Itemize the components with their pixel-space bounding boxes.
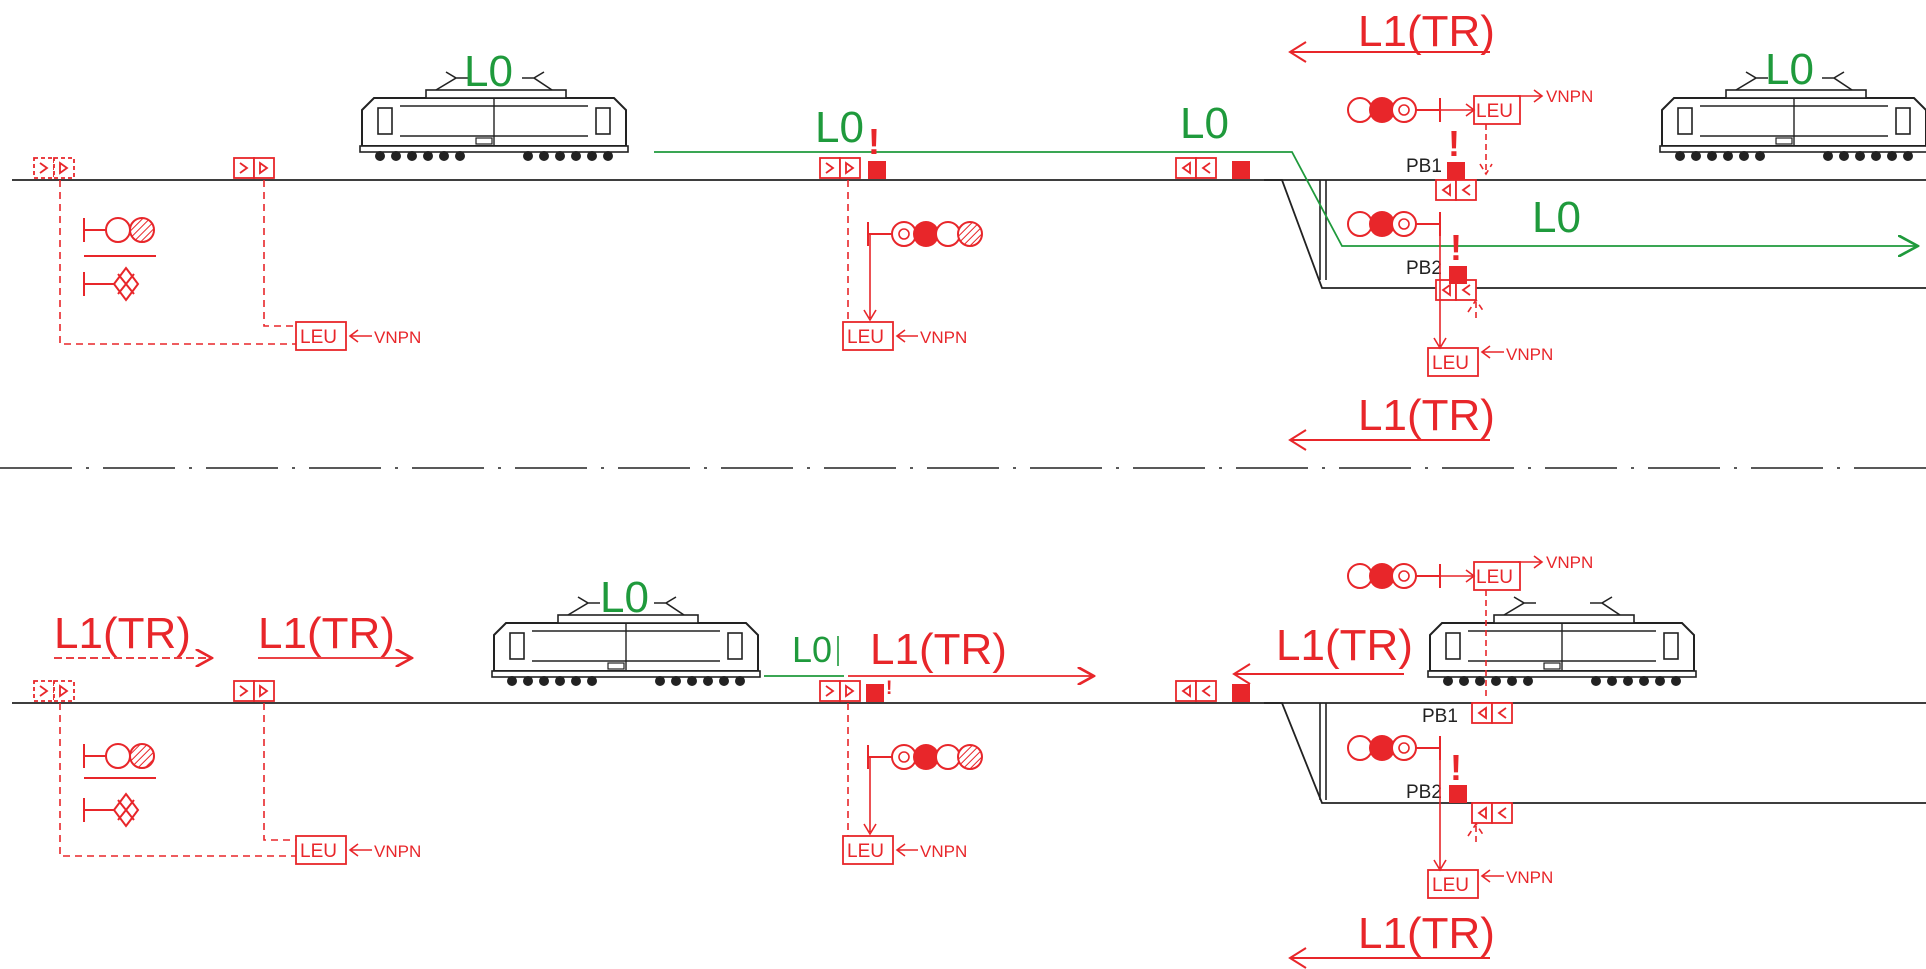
level-label: L0 xyxy=(600,573,649,622)
scenario-top: L0 L0 L0 L0 L0 L1(TR) L1(TR) ! ! ! PB1 P… xyxy=(12,7,1926,451)
balise-icon xyxy=(819,157,861,179)
leu-label: LEU xyxy=(847,841,884,862)
balise-icon xyxy=(33,680,75,702)
direction-arrow xyxy=(1288,947,1490,969)
vnpn-label: VNPN xyxy=(920,328,967,347)
level-label: L0 xyxy=(1765,45,1814,94)
stop-marker xyxy=(1449,785,1467,803)
signal-icon xyxy=(1347,96,1441,124)
balise-icon xyxy=(1471,702,1513,724)
leu-box xyxy=(295,321,347,351)
vnpn-label: VNPN xyxy=(1506,345,1553,364)
leu-label: LEU xyxy=(1476,567,1513,588)
level-label: L0 xyxy=(1180,99,1229,148)
stop-marker xyxy=(1232,684,1250,702)
alert-mark: ! xyxy=(1450,747,1462,788)
level-label: L1(TR) xyxy=(1276,621,1413,670)
balise-label: PB2 xyxy=(1406,258,1442,279)
level-label: L0 xyxy=(464,47,513,96)
leu-label: LEU xyxy=(1476,101,1513,122)
balise-icon xyxy=(1471,802,1513,824)
vnpn-label: VNPN xyxy=(374,328,421,347)
vnpn-label: VNPN xyxy=(374,842,421,861)
balise-label: PB1 xyxy=(1406,156,1442,177)
balise-icon xyxy=(1435,179,1477,201)
alert-mark: ! xyxy=(1450,227,1462,268)
stop-marker xyxy=(1232,161,1250,179)
balise-label: PB2 xyxy=(1406,782,1442,803)
leu-box xyxy=(1427,347,1479,377)
balise-icon xyxy=(233,680,275,702)
stop-marker xyxy=(1449,266,1467,284)
level-label: L0 xyxy=(792,629,832,670)
balise-icon xyxy=(233,157,275,179)
siding-track xyxy=(1264,702,1926,804)
signal-icon xyxy=(1347,734,1441,762)
balise-label: PB1 xyxy=(1422,706,1458,727)
vnpn-label: VNPN xyxy=(1546,553,1593,572)
leu-box xyxy=(842,835,894,865)
level-label: L0 xyxy=(815,103,864,152)
signal-icon xyxy=(1347,562,1441,590)
signal-icon xyxy=(867,743,983,771)
leu-label: LEU xyxy=(1432,353,1469,374)
level-0-route xyxy=(654,151,1916,246)
balise-icon xyxy=(33,157,75,179)
signal-icon xyxy=(867,220,983,248)
vnpn-label: VNPN xyxy=(1546,87,1593,106)
locomotive-icon xyxy=(1427,596,1697,687)
vnpn-label: VNPN xyxy=(1506,868,1553,887)
stop-board-icon xyxy=(83,743,156,828)
stop-marker xyxy=(1447,162,1465,180)
level-label: L1(TR) xyxy=(258,609,395,658)
stop-marker xyxy=(868,161,886,179)
alert-mark: ! xyxy=(868,121,880,162)
balise-icon xyxy=(1175,680,1217,702)
stop-board-icon xyxy=(83,217,156,302)
stop-marker xyxy=(866,684,884,702)
leu-box xyxy=(842,321,894,351)
balise-icon xyxy=(1175,157,1217,179)
alert-mark: ! xyxy=(886,678,892,699)
level-label: L0 xyxy=(1532,193,1581,242)
leu-label: LEU xyxy=(1432,875,1469,896)
leu-label: LEU xyxy=(300,841,337,862)
vnpn-label: VNPN xyxy=(920,842,967,861)
alert-mark: ! xyxy=(1448,123,1460,164)
signal-icon xyxy=(1347,210,1441,238)
siding-track xyxy=(1264,179,1926,289)
leu-box xyxy=(295,835,347,865)
level-label: L1(TR) xyxy=(1358,7,1495,56)
scenario-bottom: L0 L0 L1(TR) L1(TR) L1(TR) L1(TR) L1(TR)… xyxy=(12,553,1926,969)
direction-arrow xyxy=(1288,429,1490,451)
balise-icon xyxy=(819,680,861,702)
level-label: L1(TR) xyxy=(54,609,191,658)
level-label: L1(TR) xyxy=(1358,909,1495,958)
leu-box xyxy=(1473,561,1521,591)
leu-label: LEU xyxy=(300,327,337,348)
leu-box xyxy=(1427,869,1479,899)
leu-label: LEU xyxy=(847,327,884,348)
level-label: L1(TR) xyxy=(1358,391,1495,440)
direction-arrow xyxy=(1288,41,1490,63)
leu-box xyxy=(1473,95,1521,125)
level-label: L1(TR) xyxy=(870,625,1007,674)
